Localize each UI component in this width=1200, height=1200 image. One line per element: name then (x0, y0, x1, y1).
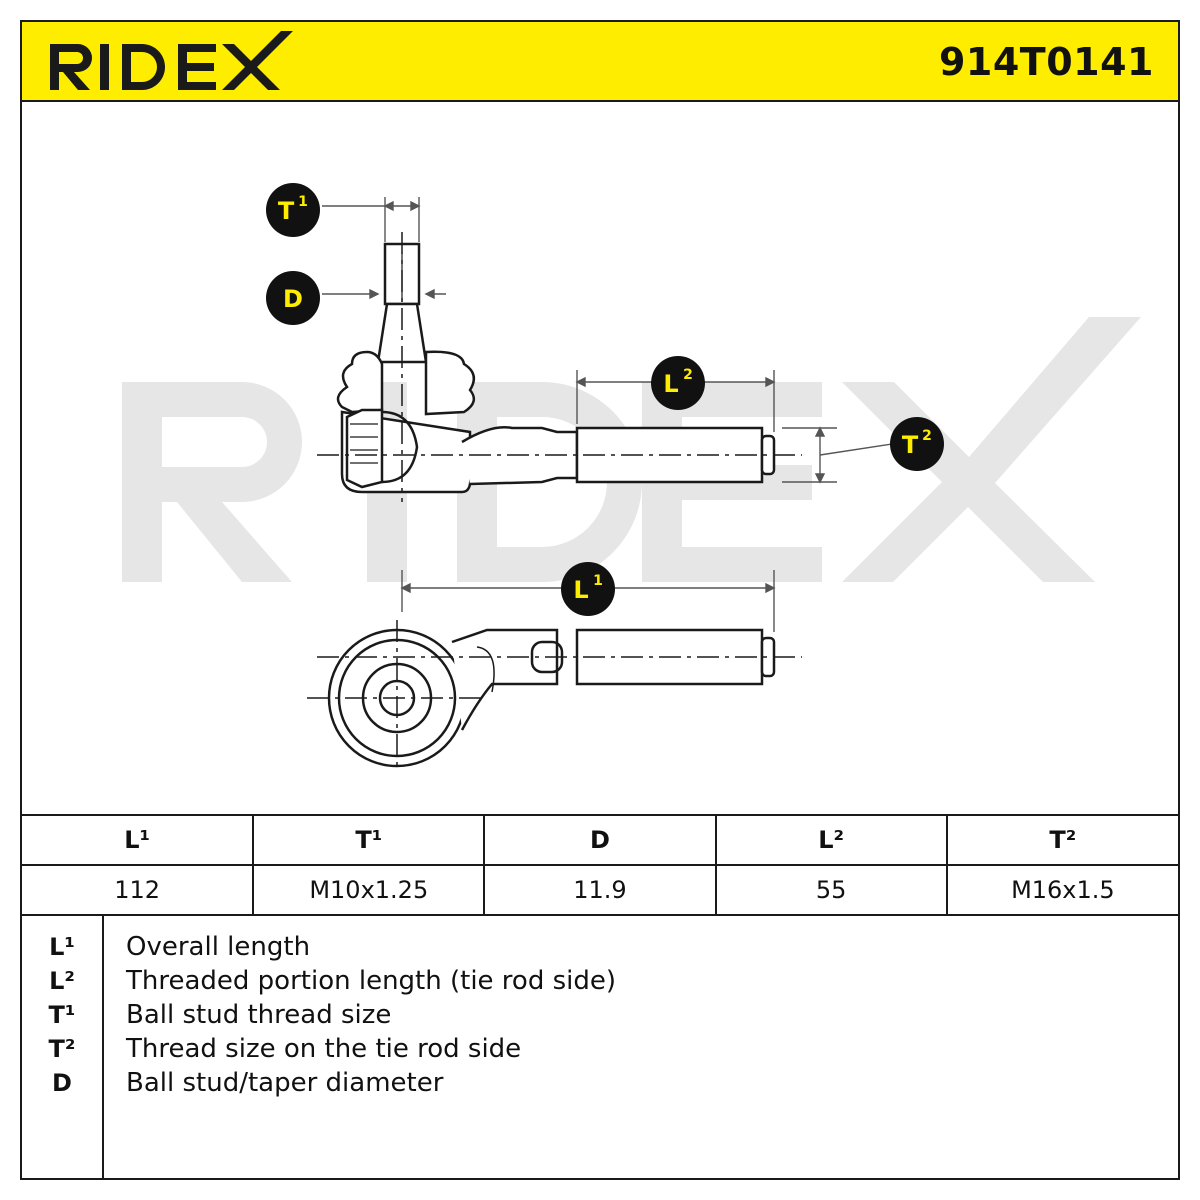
legend-desc: Ball stud thread size (126, 1000, 392, 1030)
spec-header-t2: T² (945, 814, 1178, 866)
legend-item: L² Threaded portion length (tie rod side… (22, 964, 1178, 998)
side-view (317, 232, 802, 502)
technical-drawing: T 1 D L 2 T 2 L 1 (122, 183, 1141, 772)
callout-t2-letter: T (902, 431, 919, 459)
legend-item: T¹ Ball stud thread size (22, 998, 1178, 1032)
spec-table: L¹ T¹ D L² T² 112 M10x1.25 11.9 55 M16x1… (22, 814, 1178, 916)
legend-item: T² Thread size on the tie rod side (22, 1032, 1178, 1066)
callout-l1: L 1 (561, 562, 615, 616)
callout-l2-letter: L (663, 370, 678, 398)
callout-l2: L 2 (651, 356, 705, 410)
callout-t1-sup: 1 (298, 194, 308, 210)
legend-desc: Threaded portion length (tie rod side) (126, 966, 617, 996)
brand-logo (50, 31, 293, 90)
callout-l2-sup: 2 (683, 367, 693, 383)
callout-t1: T 1 (266, 183, 320, 237)
spec-header-l2: L² (714, 814, 948, 866)
legend-key: T² (48, 1035, 76, 1063)
legend-item: D Ball stud/taper diameter (22, 1066, 1178, 1100)
legend-key: L² (49, 967, 75, 995)
legend-key: T¹ (48, 1001, 76, 1029)
top-view (307, 620, 802, 772)
legend-item: L¹ Overall length (22, 930, 1178, 964)
callout-t2-sup: 2 (922, 428, 932, 444)
callout-d-letter: D (283, 285, 303, 313)
spec-value-d: 11.9 (483, 864, 717, 916)
legend-divider (102, 914, 104, 1178)
page-frame: 914T0141 (20, 20, 1180, 1180)
spec-value-row: 112 M10x1.25 11.9 55 M16x1.5 (22, 864, 1178, 916)
legend-desc: Thread size on the tie rod side (126, 1034, 522, 1064)
spec-header-t1: T¹ (252, 814, 486, 866)
legend-key: L¹ (49, 933, 75, 961)
spec-value-t1: M10x1.25 (252, 864, 486, 916)
dimension-lines-side (322, 197, 893, 632)
spec-value-t2: M16x1.5 (945, 864, 1178, 916)
header-bar: 914T0141 (22, 22, 1178, 102)
callout-l1-letter: L (573, 576, 588, 604)
part-number: 914T0141 (938, 40, 1154, 84)
spec-header-l1: L¹ (22, 814, 255, 866)
spec-value-l1: 112 (22, 864, 255, 916)
spec-value-l2: 55 (714, 864, 948, 916)
callout-t1-letter: T (278, 197, 295, 225)
spec-header-d: D (483, 814, 717, 866)
callout-d: D (266, 271, 320, 325)
callout-t2: T 2 (890, 417, 944, 471)
spec-header-row: L¹ T¹ D L² T² (22, 814, 1178, 866)
legend-key: D (52, 1069, 72, 1097)
legend-desc: Overall length (126, 932, 311, 962)
legend-desc: Ball stud/taper diameter (126, 1068, 444, 1098)
callout-l1-sup: 1 (593, 573, 603, 589)
legend: L¹ Overall length L² Threaded portion le… (22, 914, 1178, 1178)
